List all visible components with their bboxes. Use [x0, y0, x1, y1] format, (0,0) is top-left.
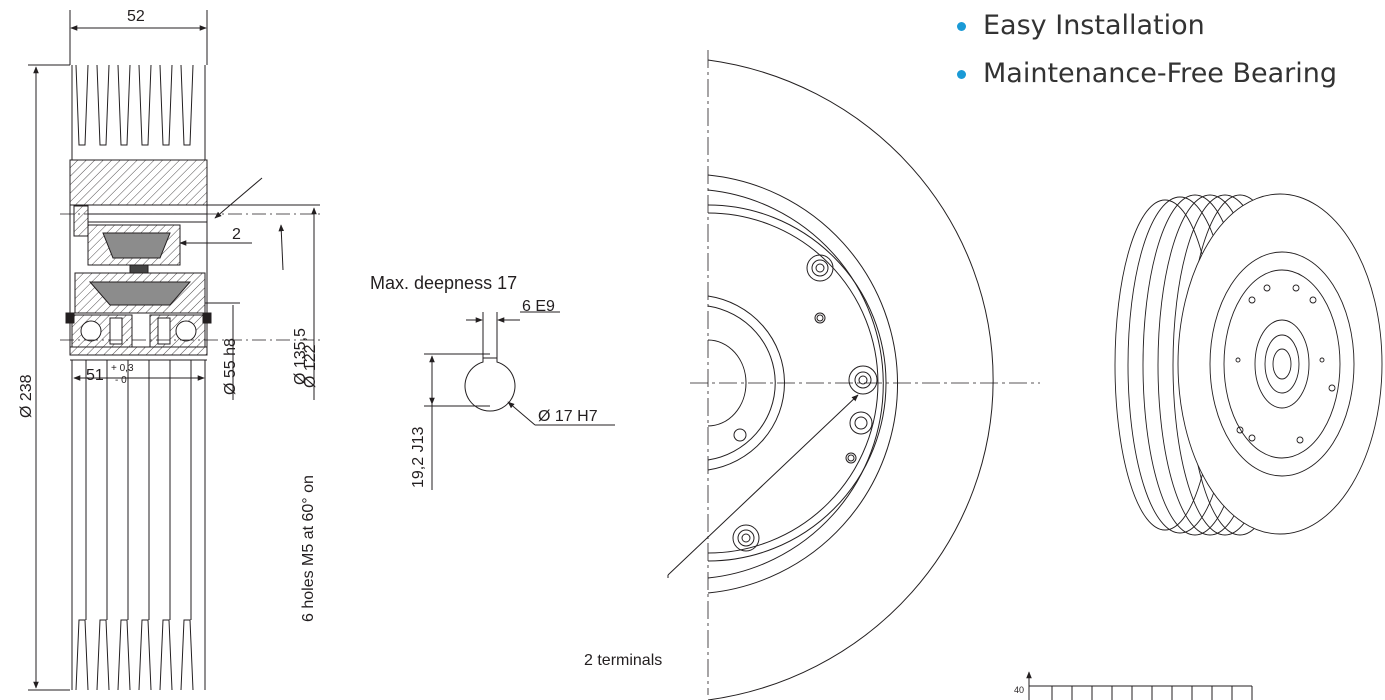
keyway-detail	[424, 311, 615, 490]
tolerance-lower: - 0	[115, 375, 127, 386]
feature-item: Easy Installation	[955, 6, 1337, 54]
gap-label: 2	[232, 226, 241, 243]
flange-dia-2-label: Ø 122	[302, 344, 319, 388]
bullet-icon	[957, 22, 966, 31]
holes-label: 6 holes M5 at 60° on	[300, 475, 317, 622]
wheel-3d-view	[1114, 193, 1383, 536]
mini-chart	[1026, 671, 1253, 700]
feature-label: Easy Installation	[983, 10, 1205, 41]
max-deepness-label: Max. deepness 17	[370, 273, 518, 293]
bullet-icon	[957, 70, 966, 79]
feature-list: Easy Installation Maintenance-Free Beari…	[955, 6, 1337, 102]
feature-label: Maintenance-Free Bearing	[983, 58, 1338, 89]
front-view	[667, 50, 1040, 700]
upper-fins	[70, 64, 207, 161]
diameter-total-label: Ø 238	[18, 374, 35, 418]
key-depth-label: 19,2 J13	[410, 426, 427, 488]
width-top-label: 52	[127, 8, 145, 25]
terminals-label: 2 terminals	[584, 652, 663, 669]
side-section-view	[28, 10, 320, 691]
bearing-dia-label: Ø 55 h8	[222, 338, 239, 395]
key-width-label: 6 E9	[522, 298, 555, 315]
feature-item: Maintenance-Free Bearing	[955, 54, 1337, 102]
bore-label: Ø 17 H7	[538, 408, 598, 425]
chart-tick-label: 40	[1014, 685, 1025, 695]
tolerance-upper: + 0,3	[111, 363, 134, 374]
lower-fins	[70, 359, 207, 691]
inner-width-label: 51	[86, 367, 104, 384]
